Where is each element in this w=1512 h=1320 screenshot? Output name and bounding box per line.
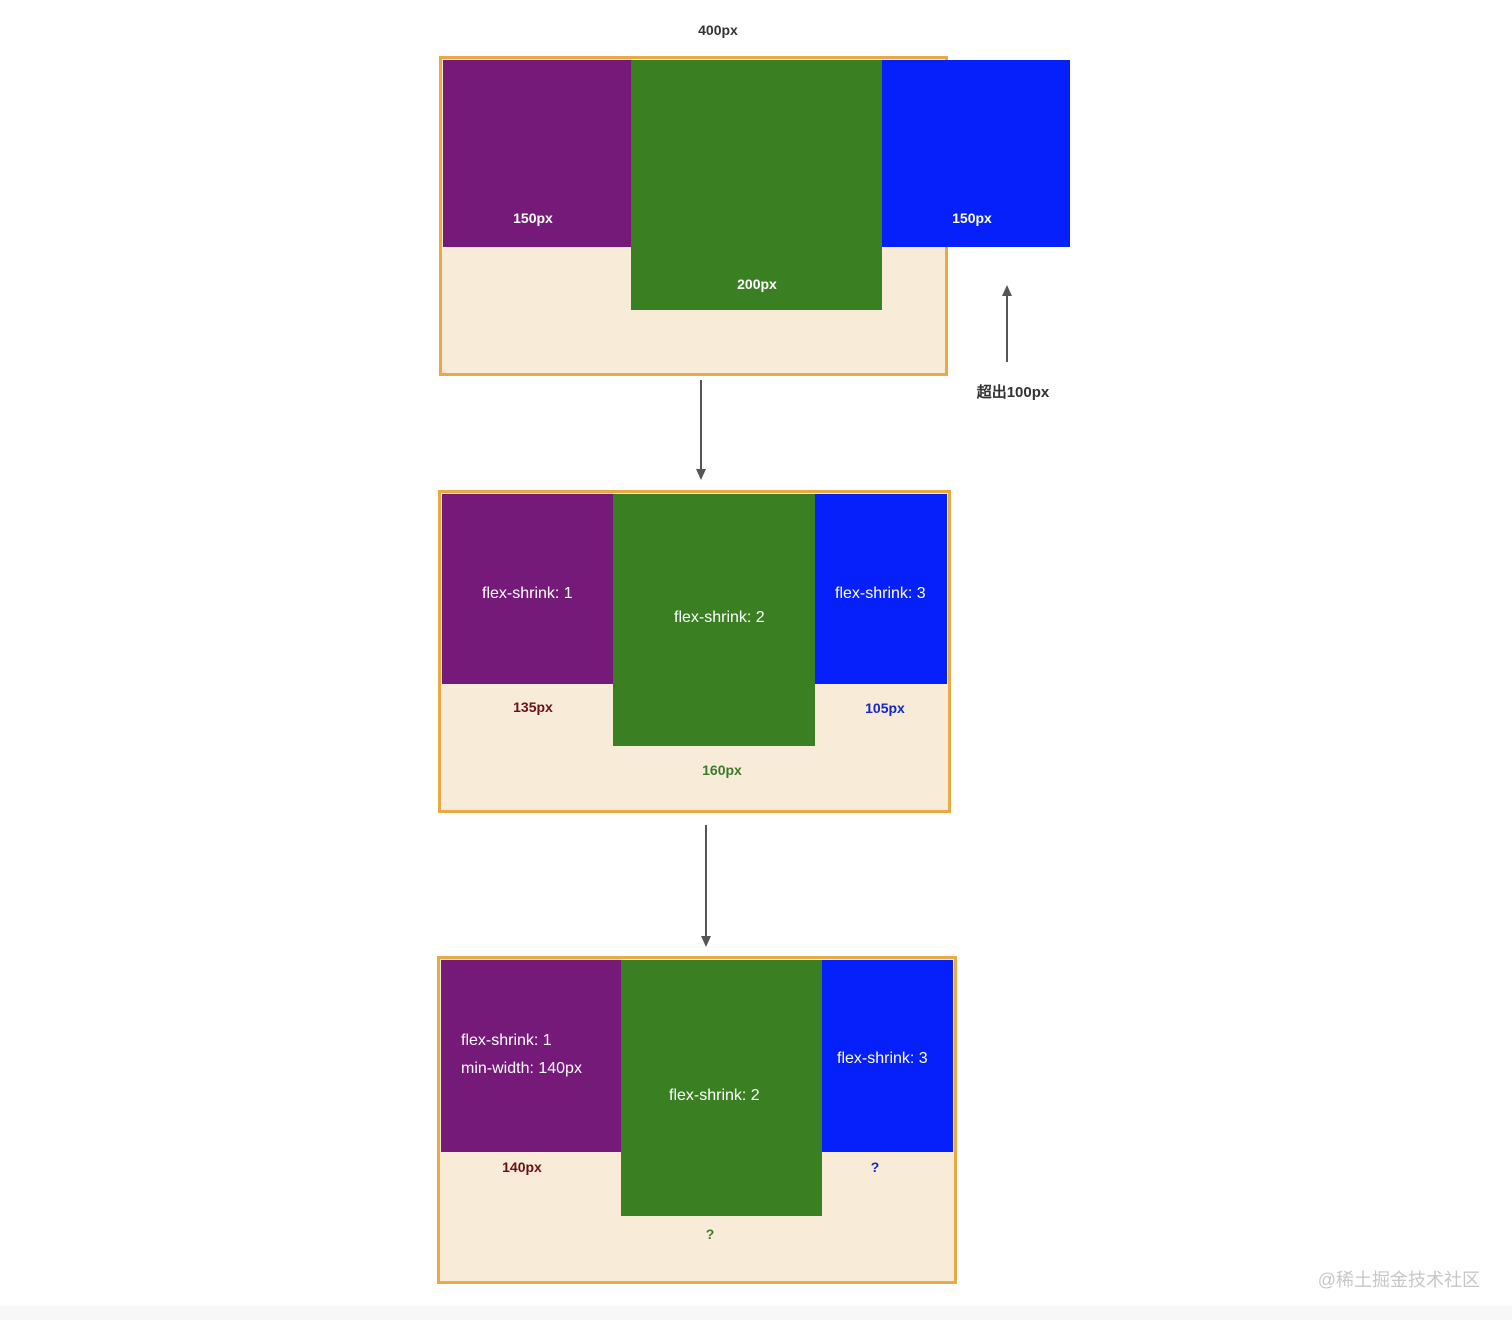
top-purple-item bbox=[443, 60, 631, 247]
footer-strip bbox=[0, 1306, 1512, 1320]
middle-blue-result: 105px bbox=[865, 700, 905, 716]
arrow-down-1-icon bbox=[696, 469, 706, 480]
top-blue-width-label: 150px bbox=[952, 210, 992, 226]
middle-purple-item bbox=[442, 494, 613, 684]
middle-purple-shrink-text: flex-shrink: 1 bbox=[482, 585, 573, 602]
middle-green-item bbox=[613, 494, 815, 746]
bottom-green-shrink-text: flex-shrink: 2 bbox=[669, 1087, 760, 1104]
middle-green-result: 160px bbox=[702, 762, 742, 778]
bottom-purple-result: 140px bbox=[502, 1159, 542, 1175]
bottom-purple-shrink-text: flex-shrink: 1 bbox=[461, 1032, 552, 1049]
overflow-arrow-up-icon bbox=[1002, 285, 1012, 296]
middle-blue-shrink-text: flex-shrink: 3 bbox=[835, 585, 926, 602]
watermark: @稀土掘金技术社区 bbox=[1317, 1270, 1480, 1290]
overflow-label: 超出100px bbox=[976, 384, 1050, 401]
top-blue-item bbox=[882, 60, 1070, 247]
bottom-blue-item bbox=[822, 960, 953, 1152]
bottom-green-item bbox=[621, 960, 822, 1216]
arrow-1-line bbox=[700, 380, 702, 470]
middle-blue-item bbox=[815, 494, 947, 684]
overflow-arrow-line bbox=[1006, 296, 1008, 362]
bottom-purple-item bbox=[441, 960, 621, 1152]
top-purple-width-label: 150px bbox=[513, 210, 553, 226]
top-green-item bbox=[631, 60, 882, 310]
bottom-blue-result: ? bbox=[870, 1159, 880, 1175]
arrow-2-line bbox=[705, 825, 707, 937]
arrow-down-2-icon bbox=[701, 936, 711, 947]
container-width-label: 400px bbox=[698, 22, 738, 38]
middle-purple-result: 135px bbox=[513, 699, 553, 715]
bottom-green-result: ? bbox=[705, 1226, 715, 1242]
bottom-purple-min-width-text: min-width: 140px bbox=[461, 1060, 582, 1077]
top-green-width-label: 200px bbox=[737, 276, 777, 292]
bottom-blue-shrink-text: flex-shrink: 3 bbox=[837, 1050, 928, 1067]
middle-green-shrink-text: flex-shrink: 2 bbox=[674, 609, 765, 626]
